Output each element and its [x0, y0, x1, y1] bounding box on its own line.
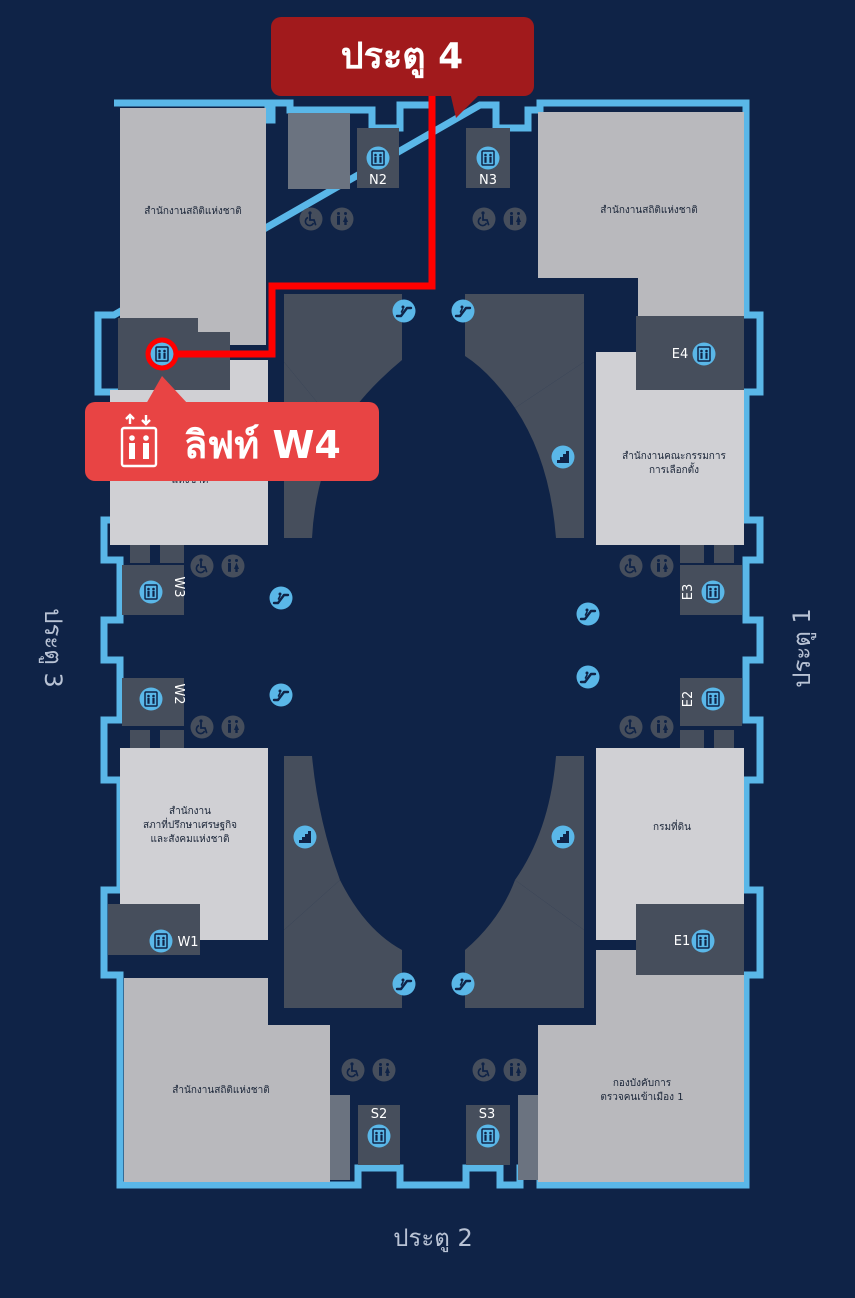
wheelchair-icon	[619, 715, 643, 739]
elevator-icon	[120, 413, 158, 468]
elevator-label-w2: W2	[171, 683, 186, 704]
elevator-label-e1: E1	[674, 934, 691, 949]
elevator-label-e3: E3	[681, 584, 696, 601]
route-line	[176, 95, 436, 358]
elevator-icon	[149, 929, 173, 953]
elevator-label-s2: S2	[371, 1107, 388, 1122]
restroom-icon	[503, 1058, 527, 1082]
wheelchair-icon	[341, 1058, 365, 1082]
wheelchair-icon	[190, 554, 214, 578]
lift-callout-label: ลิฟท์ W4	[184, 423, 341, 467]
escalator-icon	[451, 299, 475, 323]
destination-marker	[145, 337, 179, 371]
restroom-icon	[221, 554, 245, 578]
elevator-icon	[692, 342, 716, 366]
escalator-icon	[576, 665, 600, 689]
elevator-icon	[150, 342, 174, 366]
room-label-e-upper-1: สำนักงานคณะกรรมการ	[622, 451, 726, 462]
elevator-label-w1: W1	[177, 935, 198, 950]
elevator-icon	[701, 580, 725, 604]
room-label-w-lower-2: สภาที่ปรึกษาเศรษฐกิจ	[143, 817, 237, 831]
gate-callout: ประตู 4	[271, 17, 534, 118]
escalator-icon	[392, 972, 416, 996]
room-label-e-lower: กรมที่ดิน	[653, 819, 691, 833]
room-label-w-lower-1: สำนักงาน	[169, 806, 211, 817]
room-label-sw: สำนักงานสถิติแห่งชาติ	[172, 1085, 269, 1096]
elevator-label-s3: S3	[479, 1107, 496, 1122]
restroom-icon	[372, 1058, 396, 1082]
office-blocks	[110, 108, 744, 1182]
stairs-icon	[551, 445, 575, 469]
room-label-w-lower-3: และสังคมแห่งชาติ	[150, 834, 229, 845]
escalator-icon	[392, 299, 416, 323]
gate-callout-label: ประตู 4	[341, 36, 463, 79]
gate-label-left: ประตู 3	[38, 608, 67, 688]
room-label-ne: สำนักงานสถิติแห่งชาติ	[600, 205, 697, 216]
elevator-icon	[367, 1124, 391, 1148]
elevator-icon	[139, 580, 163, 604]
lift-callout: ลิฟท์ W4	[85, 376, 379, 481]
room-label-nw: สำนักงานสถิติแห่งชาติ	[144, 206, 241, 217]
elevator-icon	[701, 687, 725, 711]
elevator-label-n2: N2	[369, 173, 387, 188]
elevator-label-w3: W3	[171, 576, 186, 597]
room-label-se-1: กองบังคับการ	[613, 1078, 672, 1089]
atrium	[284, 294, 584, 1008]
elevator-icon	[476, 1124, 500, 1148]
elevator-icon	[691, 929, 715, 953]
elevator-icon	[476, 146, 500, 170]
gate-label-right: ประตู 1	[788, 608, 817, 688]
wheelchair-icon	[299, 207, 323, 231]
room-label-e-upper-2: การเลือกตั้ง	[649, 462, 699, 476]
gate-label-bottom: ประตู 2	[393, 1224, 473, 1253]
wheelchair-icon	[472, 207, 496, 231]
restroom-icon	[650, 715, 674, 739]
restroom-icon	[330, 207, 354, 231]
room-label-se-2: ตรวจคนเข้าเมือง 1	[600, 1091, 683, 1103]
wheelchair-icon	[472, 1058, 496, 1082]
elevator-label-e2: E2	[681, 691, 696, 708]
stairs-icon	[293, 825, 317, 849]
wheelchair-icon	[619, 554, 643, 578]
escalator-icon	[269, 683, 293, 707]
stairs-icon	[551, 825, 575, 849]
elevator-label-n3: N3	[479, 173, 497, 188]
escalator-icon	[576, 602, 600, 626]
escalator-icon	[269, 586, 293, 610]
restroom-icon	[503, 207, 527, 231]
service-blocks	[108, 128, 744, 1165]
restroom-icon	[221, 715, 245, 739]
restroom-icon	[650, 554, 674, 578]
wheelchair-icon	[190, 715, 214, 739]
elevator-icon	[139, 687, 163, 711]
elevator-icon	[366, 146, 390, 170]
escalator-icon	[451, 972, 475, 996]
elevator-label-e4: E4	[672, 347, 689, 362]
